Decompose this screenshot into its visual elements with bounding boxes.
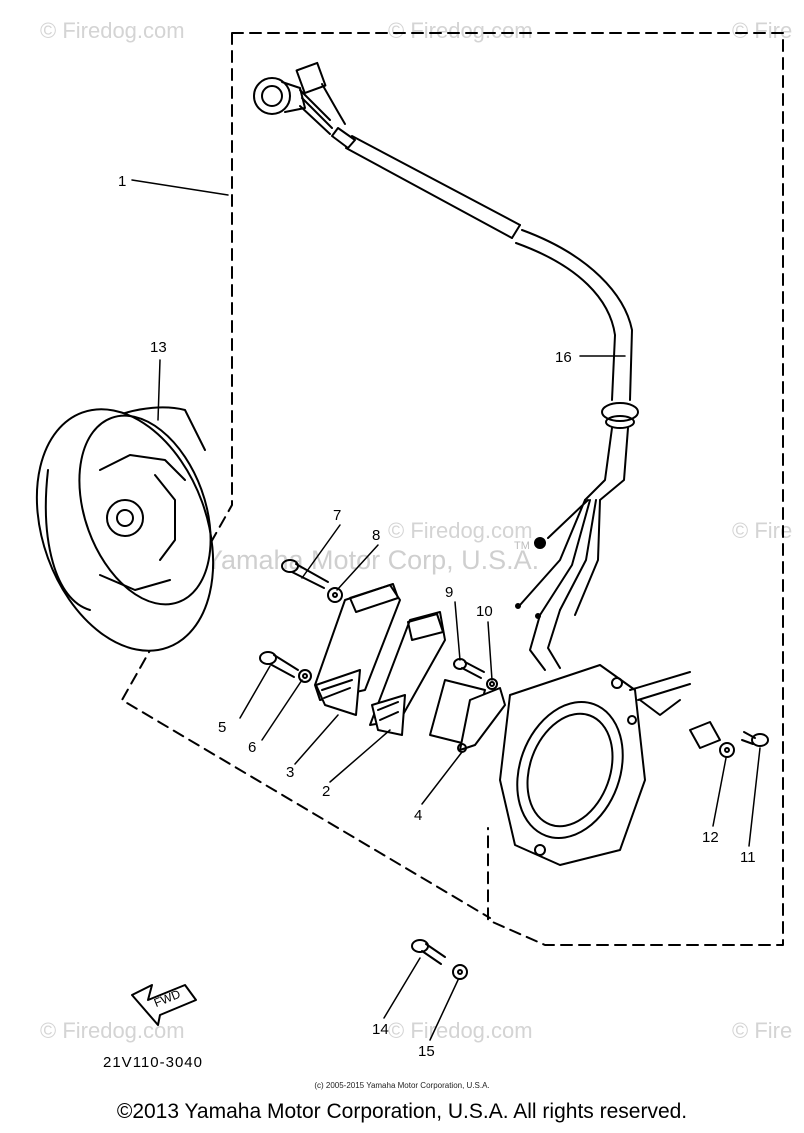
watermark-bottom-left: © Firedog.com [40,1018,185,1043]
pulser-coil [369,611,446,736]
callout-12: 12 [702,829,719,846]
callout-10: 10 [476,603,493,620]
callout-6: 6 [248,739,256,756]
watermark-top-left: © Firedog.com [40,18,185,43]
small-copyright: (c) 2005-2015 Yamaha Motor Corporation, … [314,1081,490,1090]
main-copyright: ©2013 Yamaha Motor Corporation, U.S.A. A… [116,1100,688,1123]
watermark-top-center: © Firedog.com [388,18,533,43]
wire-harness [253,61,639,671]
mounting-plate [429,679,506,753]
stator-base [499,664,691,866]
callout-numbers: 1 13 16 7 8 9 10 5 6 3 2 4 12 11 14 15 2… [103,173,756,1071]
watermark-middle-center: © Firedog.com [388,518,533,543]
assembly-boundary-dashed [121,32,784,946]
watermark-top-right: © Fire [732,18,793,43]
callout-5: 5 [218,719,226,736]
screw-part-7 [281,559,329,589]
callout-8: 8 [372,527,380,544]
washer-part-8 [327,587,343,603]
callout-2: 2 [322,783,330,800]
flywheel-rotor [35,406,215,652]
leader-lines [131,179,761,1041]
callout-16: 16 [555,349,572,366]
washer-part-15 [452,964,468,980]
callout-7: 7 [333,507,341,524]
charge-coil [314,583,401,716]
callout-1: 1 [118,173,126,190]
callout-13: 13 [150,339,167,356]
callout-15: 15 [418,1043,435,1060]
callout-9: 9 [445,584,453,601]
callout-11: 11 [740,849,756,866]
callout-4: 4 [414,807,422,824]
callout-14: 14 [372,1021,389,1038]
screw-part-9 [453,658,485,679]
washer-part-6 [298,669,312,683]
screw-part-11 [741,731,769,747]
watermark-bottom-right: © Fire [732,1018,793,1043]
callout-3: 3 [286,764,294,781]
fwd-direction-arrow: FWD [131,984,197,1026]
clip-part [689,721,721,749]
watermark-bottom-center: © Firedog.com [388,1018,533,1043]
diagram-code: 21V110-3040 [103,1054,203,1071]
watermark-corporation: Yamaha Motor Corp, U.S.A. [205,545,540,575]
screw-part-14 [411,939,446,965]
watermark-trademark: TM [514,540,530,552]
washer-part-12 [719,742,735,758]
screw-part-5 [259,651,299,678]
